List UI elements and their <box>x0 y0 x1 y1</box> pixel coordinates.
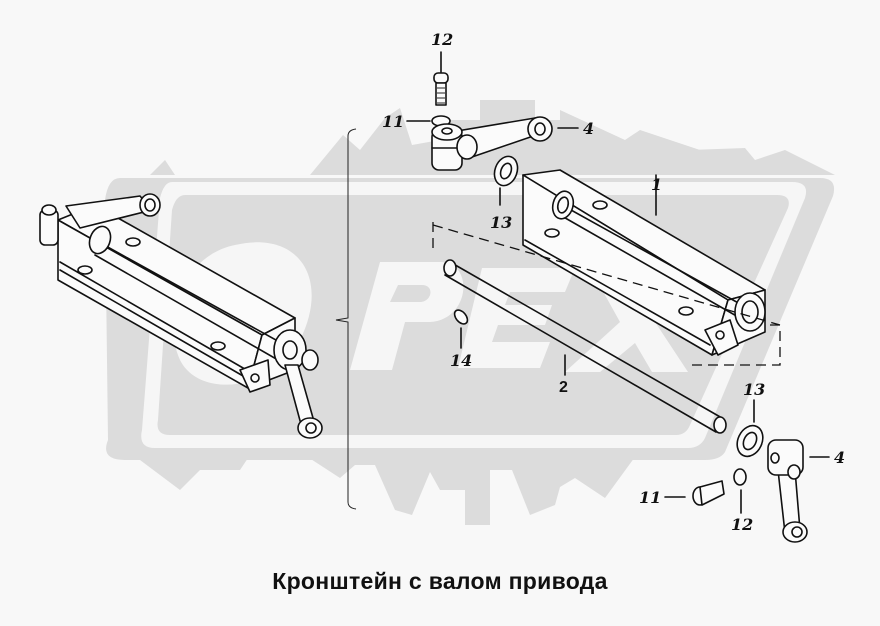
label-13-top: 13 <box>490 213 512 232</box>
callout-labels: 12 11 4 13 1 14 2 13 4 11 12 <box>382 30 845 534</box>
shaft-position-outline <box>432 222 781 366</box>
label-11-top: 11 <box>382 112 404 131</box>
key-part-14 <box>453 309 469 349</box>
bolt-bottom <box>664 480 725 506</box>
spacer-washer-top <box>493 155 519 206</box>
lever-bottom <box>767 439 830 543</box>
washer-bottom <box>733 468 747 514</box>
lever-top <box>431 116 579 171</box>
label-13-bottom: 13 <box>743 380 765 399</box>
label-14: 14 <box>450 351 472 370</box>
label-4-bottom: 4 <box>834 448 845 467</box>
label-2: 2 <box>559 379 568 396</box>
assembly-brace <box>335 128 357 510</box>
bracket-part-1 <box>522 169 766 356</box>
label-11-bottom: 11 <box>639 488 661 507</box>
assembled-bracket-view <box>39 193 323 439</box>
label-12-bottom: 12 <box>731 515 753 534</box>
bolt-top <box>433 51 449 106</box>
label-12-top: 12 <box>431 30 453 49</box>
diagram-title: Кронштейн с валом привода <box>272 568 608 594</box>
drive-shaft-part-2 <box>443 259 727 434</box>
label-1: 1 <box>651 175 662 194</box>
label-4-top: 4 <box>583 119 594 138</box>
spacer-washer-bottom <box>736 399 764 458</box>
